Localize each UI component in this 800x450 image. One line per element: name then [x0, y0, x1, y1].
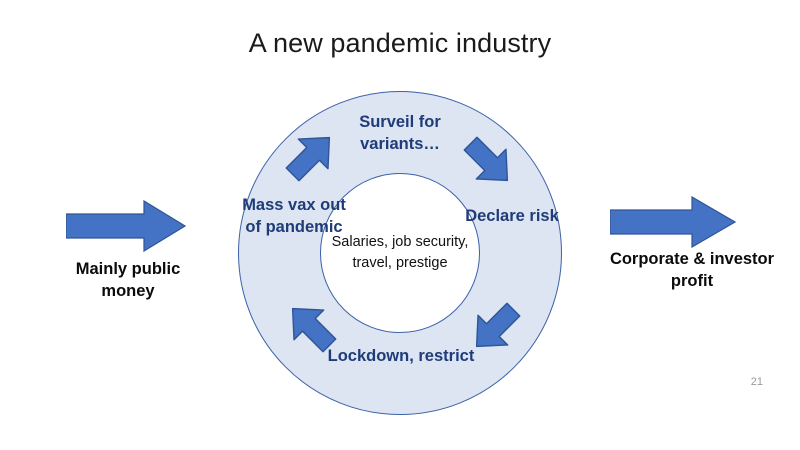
page-title: A new pandemic industry [248, 28, 552, 58]
cycle-step-massvax: Mass vax out of pandemic [242, 196, 346, 236]
curved-arrow-up-left-icon [291, 307, 337, 353]
cycle-diagram: Salaries, job security, travel, prestige… [238, 91, 562, 415]
block-arrow-right-icon-output [610, 196, 736, 248]
curved-arrow-up-right-icon [285, 136, 331, 182]
cycle-step-lockdown: Lockdown, restrict [327, 347, 475, 365]
curved-arrow-down-right-icon [463, 136, 509, 182]
inner-circle [320, 173, 480, 333]
curved-arrow-down-left-icon [475, 302, 521, 348]
output-caption: Corporate & investor profit [609, 250, 775, 291]
cycle-step-surveil: Surveil for variants… [359, 113, 441, 153]
cycle-step-declare: Declare risk [465, 207, 559, 225]
input-caption: Mainly public money [75, 260, 181, 301]
block-arrow-right-icon-input [66, 200, 186, 252]
cycle-center-text: Salaries, job security, travel, prestige [331, 233, 469, 271]
page-number: 21 [750, 376, 763, 388]
